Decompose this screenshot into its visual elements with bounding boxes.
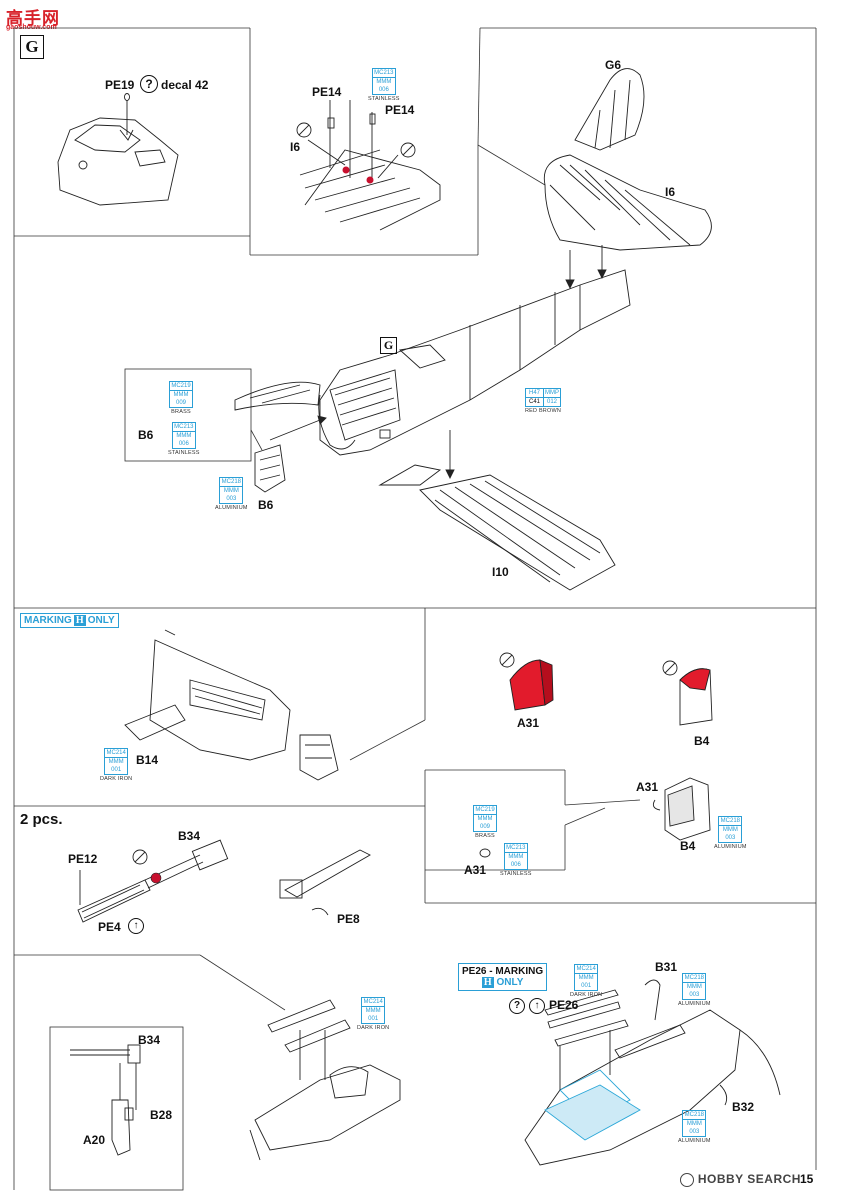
label-pe4: PE4 bbox=[98, 920, 121, 934]
flip-arrow-icon-bottom: ↑ bbox=[529, 998, 545, 1014]
section-letter: G bbox=[20, 35, 44, 59]
pe26-marking-banner: PE26 - MARKING H ONLY bbox=[458, 963, 548, 991]
label-b34-inset: B34 bbox=[138, 1033, 161, 1047]
watermark-logo: 高手网 bbox=[6, 9, 60, 28]
label-pe19: PE19 bbox=[105, 78, 135, 92]
page-number: 15 bbox=[800, 1172, 814, 1186]
label-pe26: PE26 bbox=[549, 998, 579, 1012]
label-count: 2 pcs. bbox=[20, 811, 63, 828]
flip-arrow-icon: ↑ bbox=[128, 918, 144, 934]
label-b32: B32 bbox=[732, 1100, 755, 1114]
label-a31-c: A31 bbox=[464, 863, 487, 877]
label-pe8: PE8 bbox=[337, 912, 360, 926]
label-b14: B14 bbox=[136, 753, 159, 767]
label-i6-left: I6 bbox=[290, 140, 301, 154]
label-a31-b: A31 bbox=[636, 780, 659, 794]
hobby-search-logo: HOBBY SEARCH bbox=[680, 1172, 801, 1187]
label-a31: A31 bbox=[517, 716, 540, 730]
label-i6-right: I6 bbox=[665, 185, 676, 199]
label-a20: A20 bbox=[83, 1133, 106, 1147]
label-pe14-b: PE14 bbox=[385, 103, 415, 117]
question-icon-bottom: ? bbox=[509, 998, 525, 1014]
label-b28: B28 bbox=[150, 1108, 173, 1122]
watermark-url: gaoshouw.com bbox=[6, 24, 57, 31]
label-i10: I10 bbox=[492, 565, 509, 579]
question-icon: ? bbox=[140, 75, 158, 93]
label-b6: B6 bbox=[138, 428, 154, 442]
label-pe12: PE12 bbox=[68, 852, 98, 866]
label-g6: G6 bbox=[605, 58, 622, 72]
label-b31: B31 bbox=[655, 960, 678, 974]
label-b34: B34 bbox=[178, 829, 201, 843]
label-b6-lower: B6 bbox=[258, 498, 274, 512]
label-b4: B4 bbox=[694, 734, 710, 748]
label-b4-b: B4 bbox=[680, 839, 696, 853]
label-decal-42: decal 42 bbox=[161, 78, 209, 92]
callout-letter-g: G bbox=[380, 337, 397, 354]
label-pe14-a: PE14 bbox=[312, 85, 342, 99]
